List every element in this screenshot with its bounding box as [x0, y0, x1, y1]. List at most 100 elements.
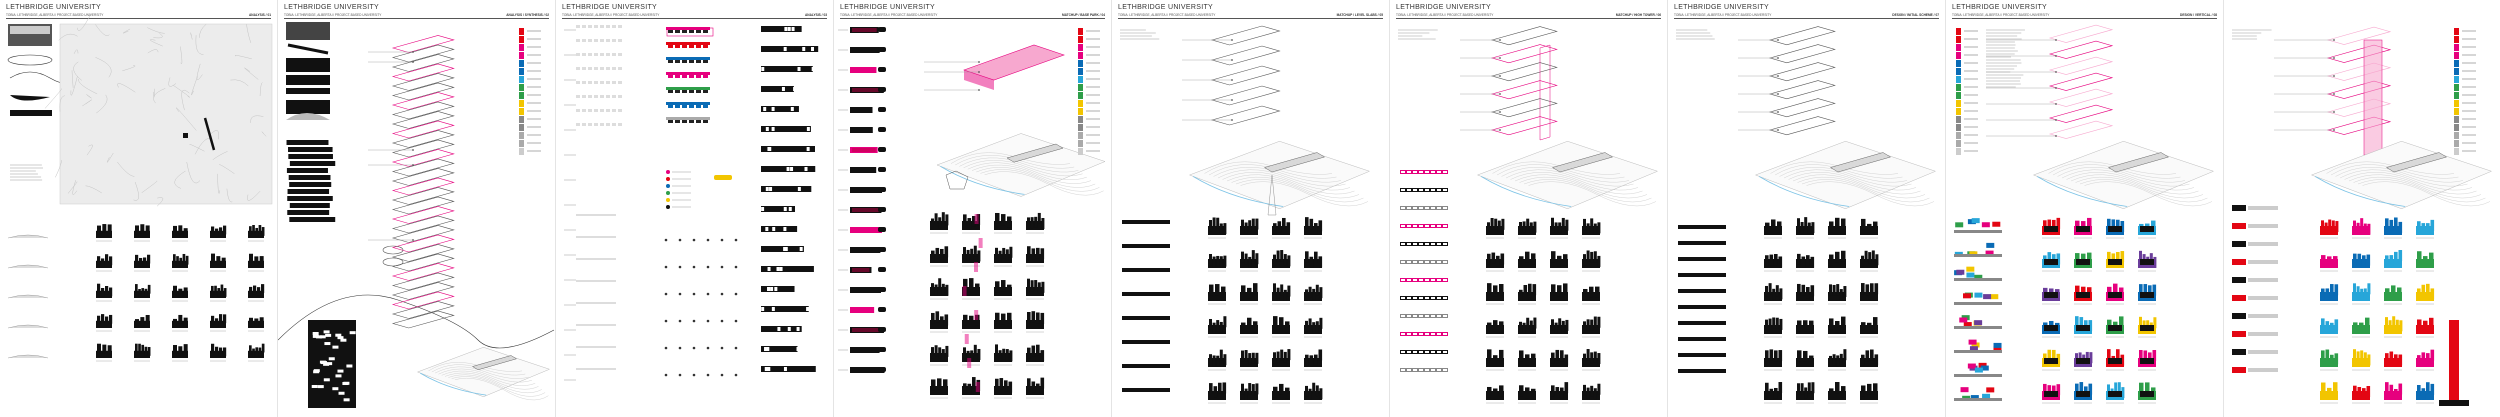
legend-swatch	[1956, 52, 1961, 59]
massing-block	[1277, 221, 1282, 233]
program-cell	[588, 123, 592, 126]
massing-block	[258, 225, 262, 234]
massing-block	[259, 256, 264, 265]
massing-icon	[1240, 317, 1258, 338]
massing-block	[1308, 318, 1312, 330]
program-cell	[689, 75, 694, 78]
massing-block	[1765, 285, 1768, 297]
massing-block	[1829, 388, 1834, 400]
program-cell	[600, 95, 604, 98]
vertical-core	[2364, 40, 2382, 155]
massing-icon	[1240, 250, 1259, 272]
bar-opening	[783, 227, 787, 231]
sheet-number: DESIGN / INITIAL SCHEME / 07	[1892, 13, 1939, 17]
massing-block	[1764, 226, 1782, 235]
contour-line	[1797, 176, 1926, 199]
massing-icon	[1272, 349, 1291, 371]
massing-block	[1247, 287, 1252, 299]
contour-line	[2362, 181, 2491, 207]
massing-block	[1806, 255, 1810, 267]
massing-block	[2056, 353, 2061, 365]
massing-block	[1280, 349, 1284, 361]
leader-dot	[412, 51, 414, 53]
massing-icon	[994, 344, 1013, 366]
program-cell	[696, 120, 701, 123]
building-footprint	[1006, 143, 1064, 163]
contour-line	[1783, 169, 1912, 187]
slab-diagram	[286, 75, 330, 85]
massing-block	[1529, 222, 1533, 234]
massing-block	[938, 347, 942, 359]
program-bar	[761, 246, 804, 252]
massing-icon	[2416, 283, 2435, 305]
program-highlight	[974, 262, 979, 272]
massing-block	[1209, 318, 1212, 330]
design-drawing	[2232, 26, 2493, 406]
program-chip	[2232, 241, 2246, 247]
map-contour	[186, 161, 201, 184]
massing-block	[2334, 284, 2339, 296]
bar-opening	[1443, 243, 1447, 245]
grid-dot	[734, 265, 738, 269]
bar-opening	[791, 27, 795, 31]
massing-block	[1312, 322, 1316, 334]
contour-line	[1779, 166, 1908, 183]
massing-block	[2143, 350, 2148, 362]
bar-opening	[787, 327, 791, 331]
massing-block	[1308, 286, 1312, 298]
massing-block	[2056, 253, 2061, 265]
bar-opening	[1443, 315, 1447, 317]
floor-slab	[391, 44, 455, 63]
massing-block	[2148, 285, 2152, 297]
massing-block	[2421, 352, 2426, 364]
map-contour	[217, 173, 221, 194]
legend-swatch	[1956, 76, 1961, 83]
massing-block	[1551, 284, 1556, 296]
massing-block	[1248, 220, 1252, 232]
bar-opening	[790, 167, 794, 171]
massing-icon	[210, 343, 227, 362]
bar-opening	[1425, 351, 1429, 353]
massing-block	[1251, 352, 1255, 364]
massing-icon	[1518, 283, 1537, 305]
legend-swatch	[1956, 140, 1961, 147]
map-contour	[117, 161, 135, 177]
massing-block	[1318, 256, 1323, 268]
massing-block	[1007, 284, 1012, 296]
massing-block	[178, 288, 183, 298]
massing-block	[101, 288, 105, 297]
legend-dot	[666, 184, 670, 188]
floor-slab	[391, 149, 455, 167]
floor-slab	[391, 196, 455, 215]
program-chip	[878, 307, 886, 312]
massing-icon	[1486, 252, 1505, 272]
massing-block	[2357, 387, 2362, 399]
program-cell	[668, 45, 673, 48]
massing-base	[2108, 358, 2122, 364]
block-opening	[313, 370, 320, 374]
massing-block	[2417, 355, 2421, 367]
map-contour	[199, 23, 207, 38]
program-bar	[2248, 332, 2278, 336]
sheet-analysis-1: LETHBRIDGE UNIVERSITY TOBIA: LETHBRIDGE,…	[0, 0, 278, 417]
floor-slab	[391, 177, 455, 196]
massing-block	[1251, 218, 1255, 230]
massing-block	[1828, 292, 1846, 301]
legend-swatch	[1956, 84, 1961, 91]
bar-opening	[1413, 333, 1417, 335]
massing-block	[1764, 358, 1782, 367]
leader-dot	[1231, 79, 1233, 81]
site-terrain	[2310, 140, 2493, 210]
massing-icon	[1550, 251, 1568, 272]
program-cell	[606, 39, 610, 42]
program-cell	[606, 67, 610, 70]
massing-block	[1040, 312, 1045, 324]
massing-icon	[2384, 316, 2403, 338]
massing-block	[97, 315, 101, 325]
massing-block	[1531, 253, 1536, 265]
program-cell	[600, 25, 604, 28]
massing-block	[1861, 354, 1865, 366]
contour-line	[2348, 174, 2477, 195]
massing-block	[109, 256, 113, 266]
bar-opening	[1437, 207, 1441, 209]
